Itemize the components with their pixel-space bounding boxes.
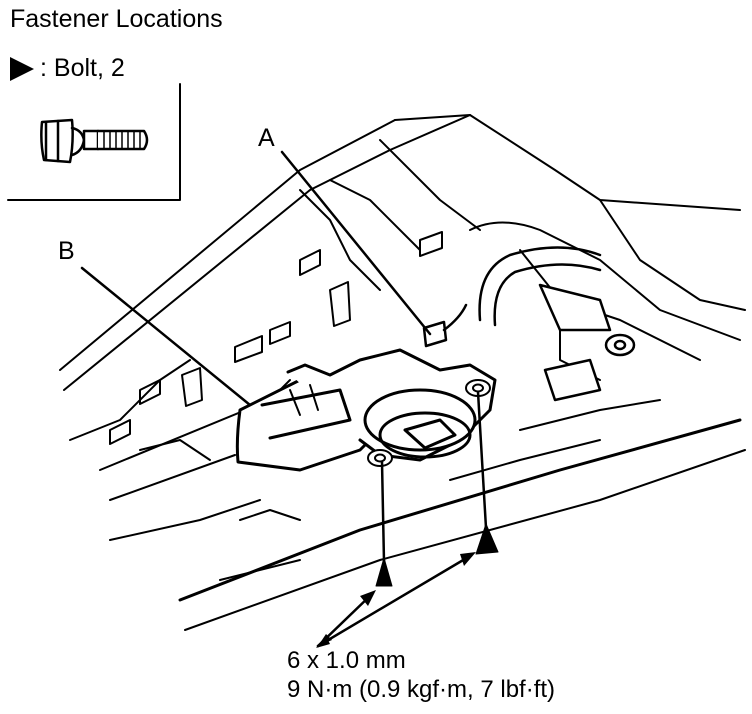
bolt-inset-frame (7, 83, 181, 201)
triangle-pointer-icon (10, 56, 34, 81)
bolt-line-left (380, 460, 386, 564)
bolt-holes (367, 379, 491, 467)
page-title: Fastener Locations (10, 5, 223, 33)
legend-text: : Bolt, 2 (40, 54, 125, 82)
bolt-triangle-right-icon (475, 523, 499, 555)
harness-cable (478, 246, 636, 402)
callout-b: B (58, 237, 75, 265)
bolt-icon (40, 118, 149, 164)
bolt-line-right (476, 390, 488, 530)
floor-pan-outline (59, 114, 746, 631)
spec-arrows (316, 554, 472, 648)
bolt-size-spec: 6 x 1.0 mm (287, 647, 406, 674)
callout-a: A (258, 124, 275, 152)
motor-assembly (235, 348, 497, 472)
connector-a (422, 303, 468, 348)
floor-slots (109, 231, 443, 445)
leader-line-b (80, 266, 252, 407)
torque-spec: 9 N·m (0.9 kgf·m, 7 lbf·ft) (287, 676, 556, 703)
bolt-triangle-left-icon (375, 557, 393, 587)
bolt-legend: : Bolt, 2 (8, 54, 125, 83)
leader-line-a (280, 150, 432, 336)
